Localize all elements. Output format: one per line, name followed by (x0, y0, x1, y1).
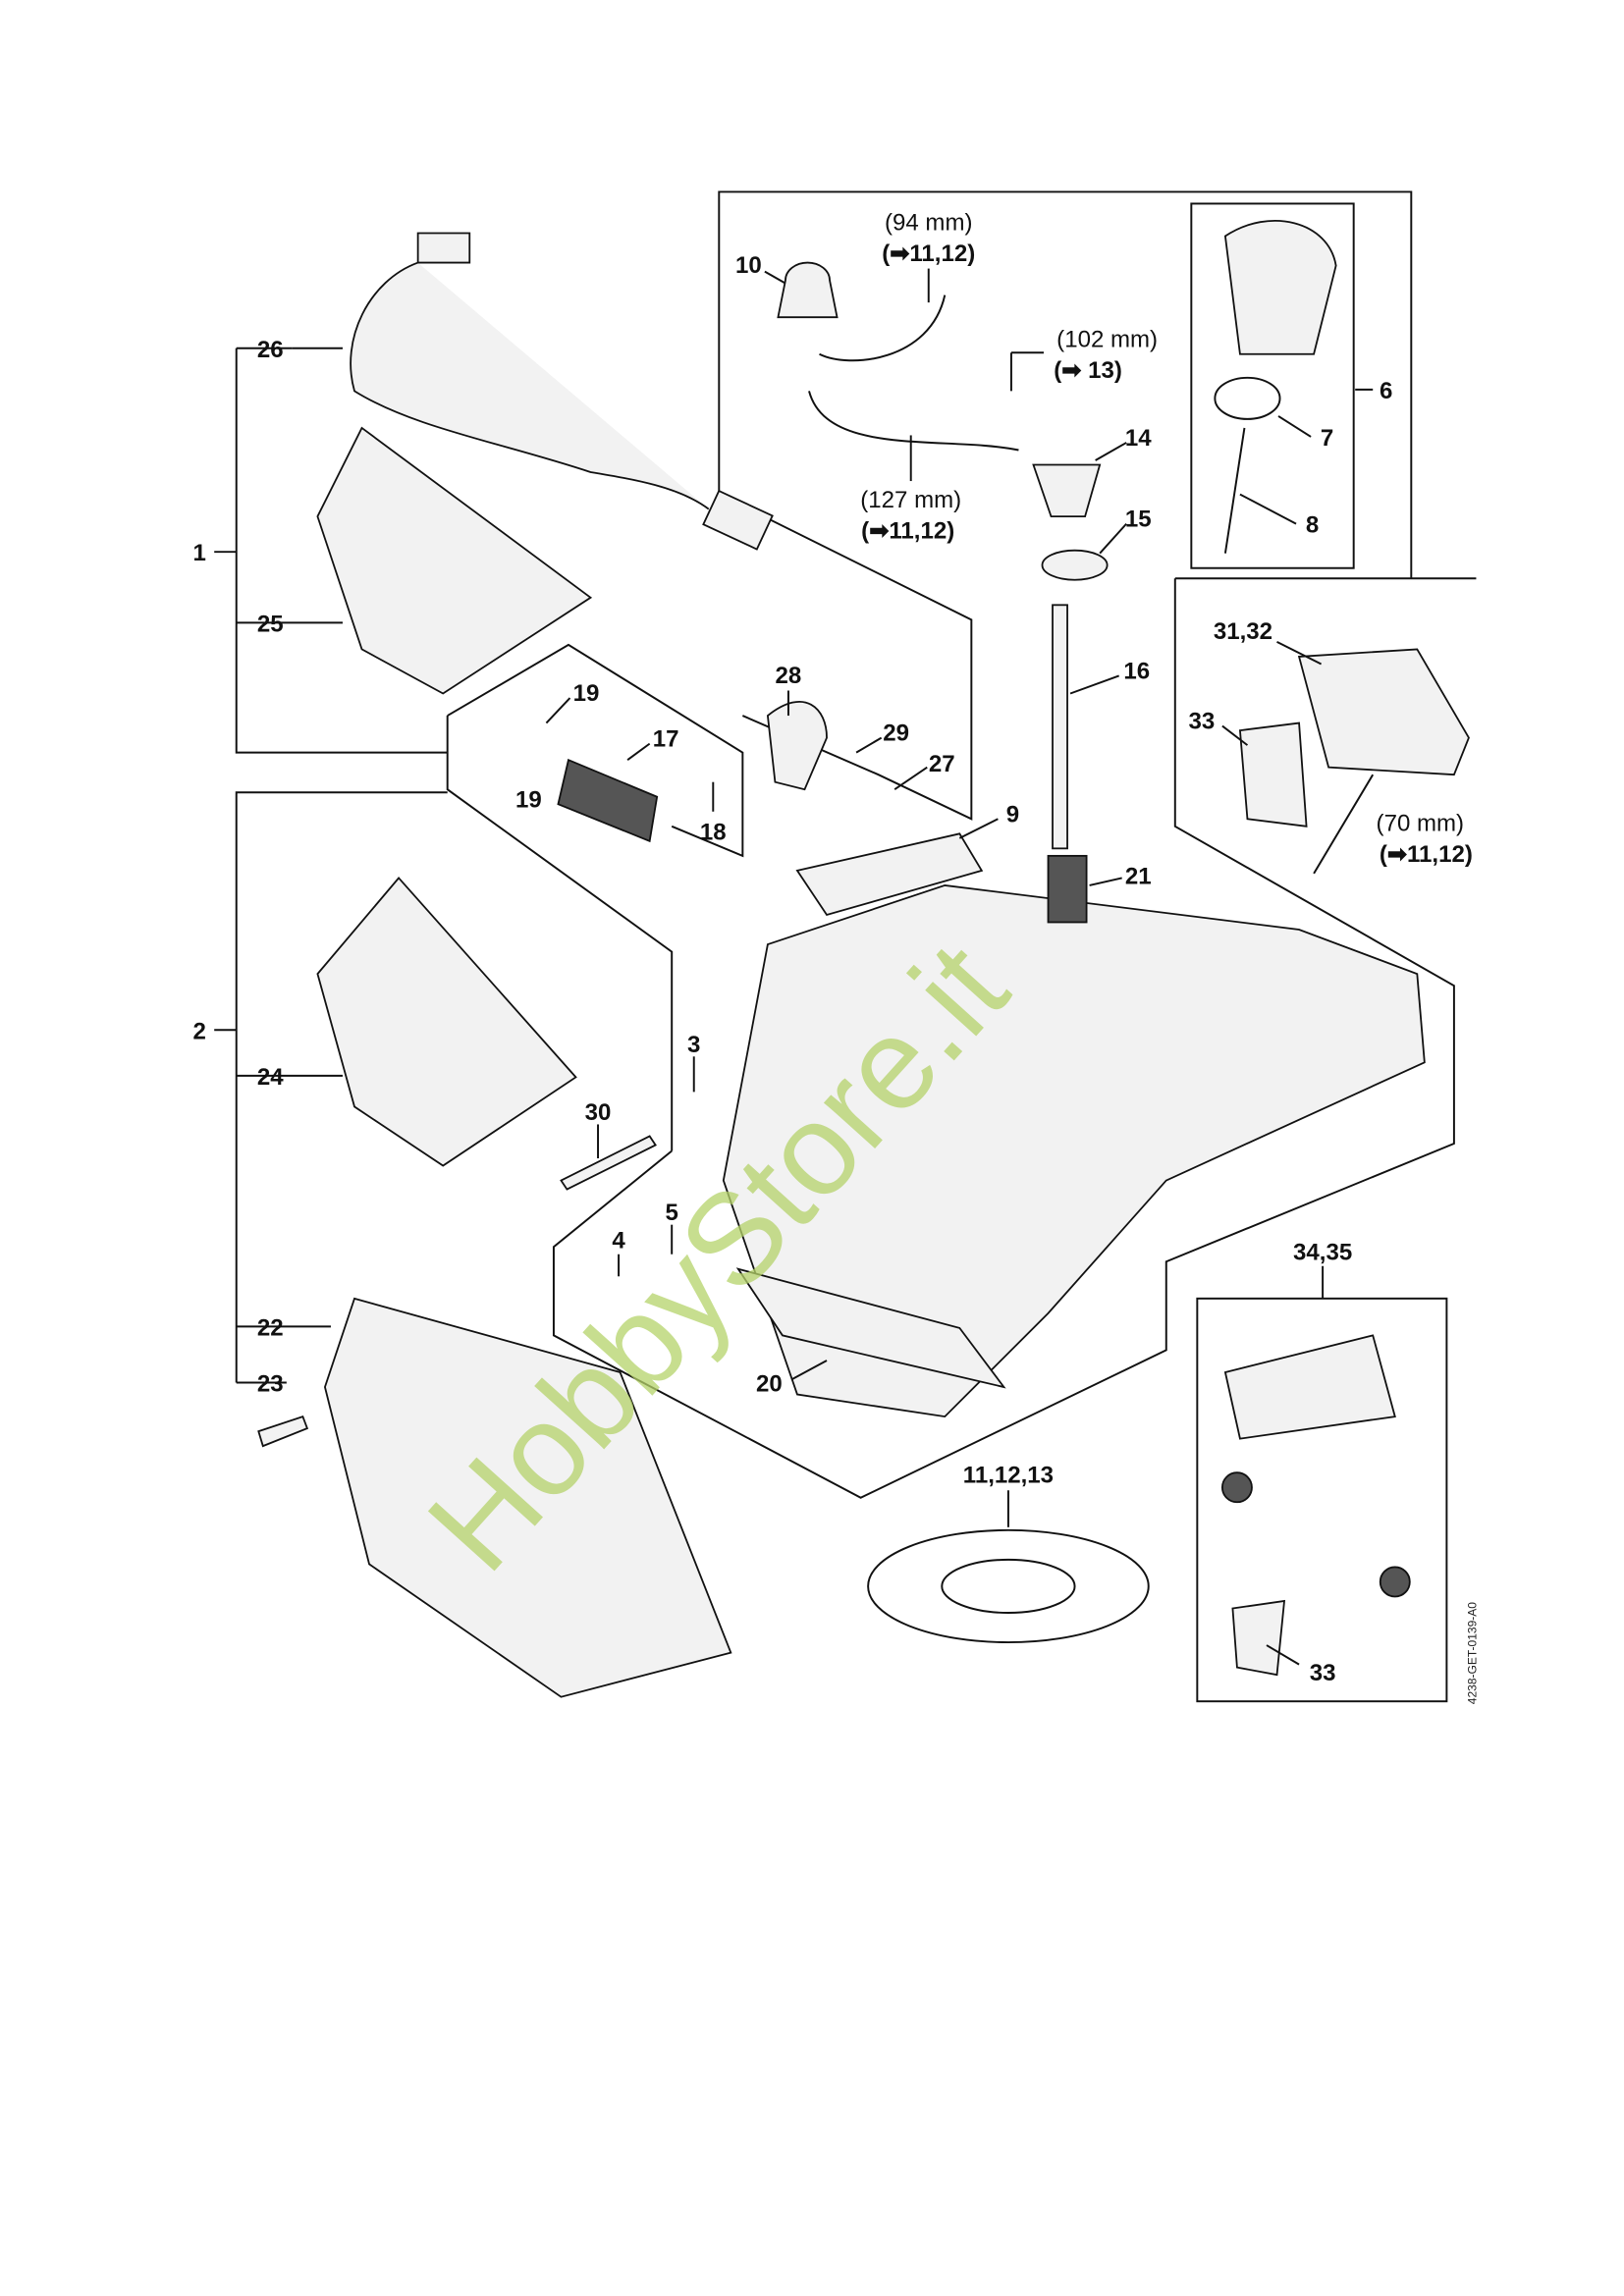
hose-94 (819, 294, 947, 362)
hose-102-ref: (➡ 13) (1054, 357, 1122, 384)
label-31-32: 31,32 (1214, 618, 1272, 645)
hose-127-length: (127 mm) (860, 487, 961, 513)
label-33a: 33 (1188, 709, 1215, 735)
label-8: 8 (1306, 512, 1319, 539)
strap-8 (1223, 427, 1246, 554)
label-2: 2 (192, 1018, 205, 1044)
leader-lines (545, 268, 1325, 1666)
shroud-25 (316, 426, 593, 695)
bar-20 (735, 1267, 1006, 1389)
spring-17 (557, 758, 659, 843)
hose-94-length: (94 mm) (885, 210, 973, 237)
hose-70 (1313, 774, 1375, 875)
bracket-lines (214, 347, 1374, 1384)
drawing-code: 4238-GET-0139-A0 (1465, 1602, 1479, 1705)
tank-housing (722, 884, 1426, 1418)
label-14: 14 (1125, 425, 1152, 452)
label-18: 18 (700, 819, 727, 845)
label-4: 4 (612, 1228, 625, 1255)
label-11-12-13: 11,12,13 (963, 1463, 1054, 1489)
label-26: 26 (257, 337, 284, 363)
label-6: 6 (1380, 378, 1392, 404)
hose-70-length: (70 mm) (1377, 810, 1465, 836)
label-5: 5 (666, 1200, 678, 1226)
filter-21 (1047, 854, 1088, 924)
gasket-33 (1238, 721, 1308, 828)
cap-6 (1223, 220, 1337, 355)
label-33b: 33 (1310, 1660, 1336, 1686)
valve-14 (1032, 463, 1102, 518)
label-19b: 19 (515, 786, 542, 813)
label-21: 21 (1125, 863, 1152, 889)
pickup-16 (1052, 604, 1068, 850)
label-3: 3 (687, 1032, 700, 1058)
grommet-15 (1041, 549, 1109, 581)
label-16: 16 (1123, 658, 1150, 684)
label-24: 24 (257, 1064, 284, 1091)
primer-10 (777, 261, 839, 319)
label-28: 28 (776, 663, 802, 689)
lever-28 (766, 701, 828, 791)
hose-roll (867, 1528, 1150, 1644)
label-29: 29 (883, 721, 909, 747)
screw-23 (257, 1415, 309, 1448)
label-17: 17 (653, 726, 679, 753)
hose-94-ref: (➡11,12) (882, 240, 975, 267)
label-22: 22 (257, 1314, 284, 1341)
hose-127 (808, 391, 1019, 452)
cover-22 (324, 1297, 732, 1698)
hose-70-ref: (➡11,12) (1380, 841, 1473, 868)
carburetor (1297, 648, 1470, 776)
label-7: 7 (1321, 425, 1333, 452)
wire-harness (350, 232, 710, 510)
label-15: 15 (1125, 507, 1152, 533)
callout-labels: 26 1 25 19 17 19 18 28 29 27 9 2 24 3 30… (192, 210, 1472, 1687)
plate-9 (795, 832, 984, 917)
label-9: 9 (1006, 801, 1019, 828)
gasket-set (1223, 1334, 1396, 1440)
hose-127-ref: (➡11,12) (861, 518, 954, 545)
screw-30 (560, 1135, 657, 1191)
part-drawings (257, 220, 1470, 1698)
group-outlines (446, 190, 1477, 1703)
label-27: 27 (929, 751, 955, 777)
label-30: 30 (585, 1099, 612, 1126)
label-25: 25 (257, 611, 284, 637)
hose-102-length: (102 mm) (1056, 326, 1158, 352)
label-10: 10 (735, 252, 762, 279)
shroud-24 (316, 877, 577, 1167)
label-23: 23 (257, 1371, 284, 1398)
oring-7 (1214, 376, 1281, 420)
label-19a: 19 (573, 680, 600, 707)
label-1: 1 (192, 540, 205, 566)
label-34-35: 34,35 (1293, 1240, 1352, 1266)
label-20: 20 (756, 1371, 783, 1398)
